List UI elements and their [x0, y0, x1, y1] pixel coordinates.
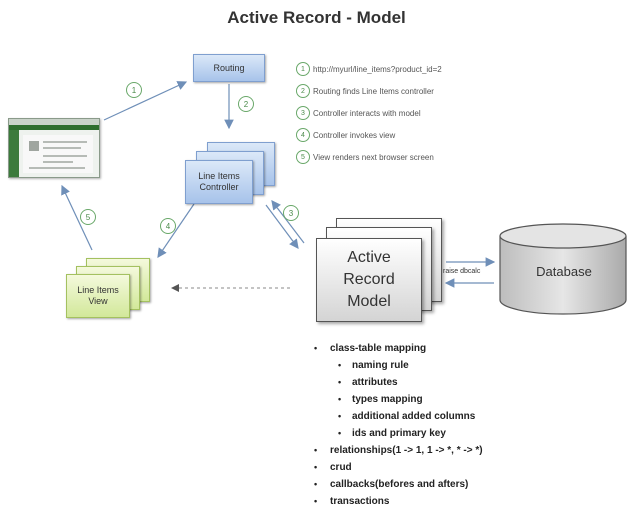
list-item: attributes [312, 374, 483, 391]
active-record-label-line2: Record [343, 271, 395, 288]
active-record-box: Active Record Model [316, 238, 422, 322]
step-4: 4 Controller invokes view [296, 128, 395, 142]
view-box: Line Items View [66, 274, 130, 318]
list-item: additional added columns [312, 408, 483, 425]
arrow-1 [103, 81, 188, 121]
step-text: Controller interacts with model [313, 108, 421, 118]
list-item: naming rule [312, 357, 483, 374]
list-item: callbacks(befores and afters) [312, 476, 483, 493]
browser-screenshot [8, 118, 100, 178]
list-item: relationships(1 -> 1, 1 -> *, * -> *) [312, 442, 483, 459]
step-number: 2 [296, 84, 310, 98]
step-number: 5 [296, 150, 310, 164]
list-item: ids and primary key [312, 425, 483, 442]
routing-label: Routing [213, 62, 245, 73]
controller-label-line2: Controller [199, 182, 239, 192]
arrow-4 [157, 203, 195, 258]
arrow-3b [271, 200, 305, 244]
step-text: Routing finds Line Items controller [313, 86, 434, 96]
arrow-number-2: 2 [238, 96, 254, 112]
view-label-line2: View [88, 296, 108, 306]
controller-box: Line Items Controller [185, 160, 253, 204]
arrow-number-5: 5 [80, 209, 96, 225]
arrow-3a [265, 204, 299, 249]
view-label-line1: Line Items [77, 285, 119, 295]
active-record-label-line1: Active [347, 249, 391, 266]
arrow-number-4: 4 [160, 218, 176, 234]
step-3: 3 Controller interacts with model [296, 106, 421, 120]
step-5: 5 View renders next browser screen [296, 150, 434, 164]
step-text: Controller invokes view [313, 130, 396, 140]
list-item: crud [312, 459, 483, 476]
list-item: types mapping [312, 391, 483, 408]
step-text: View renders next browser screen [313, 152, 434, 162]
active-record-label-line3: Model [347, 293, 391, 310]
arrow-number-3: 3 [283, 205, 299, 221]
step-number: 3 [296, 106, 310, 120]
diagram-title: Active Record - Model [227, 8, 406, 27]
arrow-number-1: 1 [126, 82, 142, 98]
routing-box: Routing [193, 54, 265, 82]
arrow-5 [61, 184, 93, 251]
step-text: http://myurl/line_items?product_id=2 [313, 64, 442, 74]
controller-label-line1: Line Items [198, 171, 240, 181]
database-cylinder [499, 223, 627, 315]
feature-list: class-table mapping naming rule attribut… [312, 340, 483, 510]
step-number: 4 [296, 128, 310, 142]
list-item: transactions [312, 493, 483, 510]
step-2: 2 Routing finds Line Items controller [296, 84, 434, 98]
step-number: 1 [296, 62, 310, 76]
list-item: class-table mapping [312, 340, 483, 357]
step-1: 1 http://myurl/line_items?product_id=2 [296, 62, 442, 76]
raise-label: raise dbcalc [443, 268, 481, 275]
database-label: Database [536, 264, 592, 279]
